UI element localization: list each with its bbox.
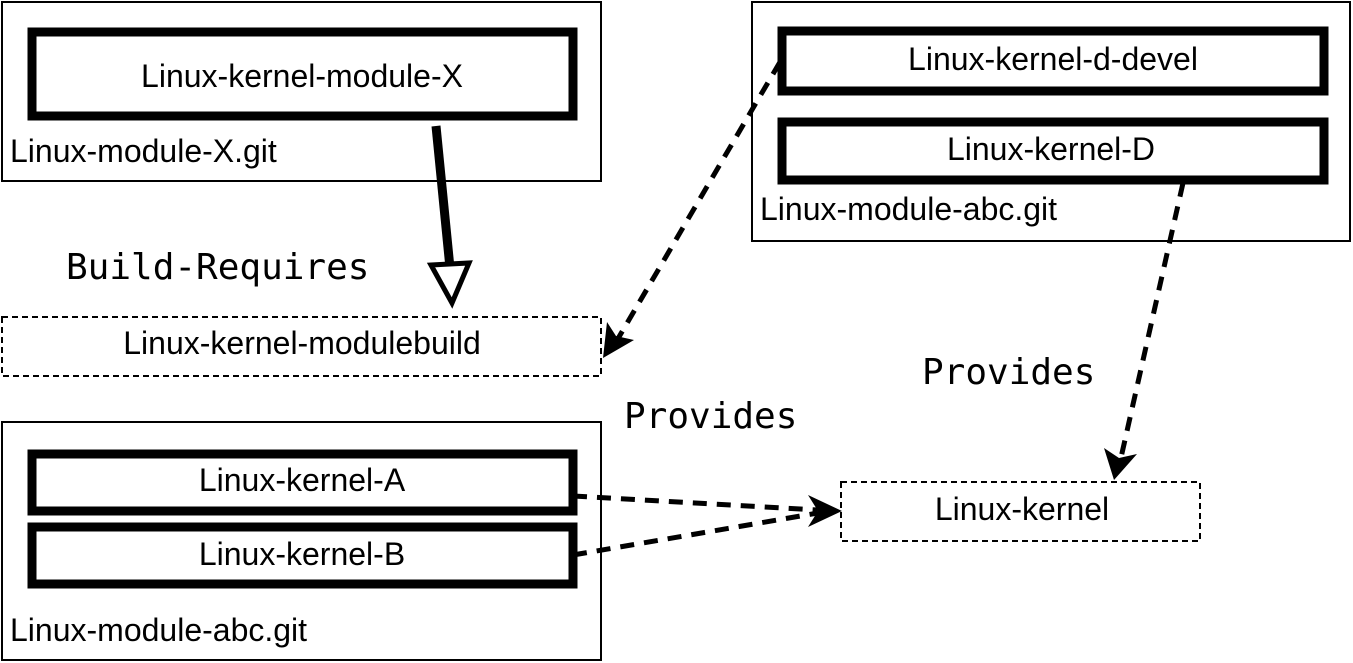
build-requires-edge [426,125,473,309]
virtual-modulebuild: Linux-kernel-modulebuild [1,316,602,377]
repo-label: Linux-module-abc.git [760,191,1057,227]
arrowhead [1104,448,1137,480]
package-label: Linux-kernel-A [199,462,406,498]
package-linux-kernel-a [27,449,578,516]
repo-module-x: Linux-kernel-module-X Linux-module-X.git [1,1,602,182]
package-linux-kernel-b [27,522,578,589]
package-linux-kernel-d [777,117,1329,185]
kernel-b-to-linux-kernel-edge [572,510,819,558]
package-linux-kernel-module-x [27,27,578,121]
package-linux-kernel-d-devel [777,26,1329,96]
d-devel-to-modulebuild-edge [603,60,783,358]
package-label: Linux-kernel-module-X [141,58,463,94]
hollow-arrowhead [426,260,473,309]
package-label: Linux-kernel-d-devel [908,41,1198,77]
virtual-package-label: Linux-kernel-modulebuild [123,325,481,361]
build-requires-label: Build-Requires [66,247,369,288]
virtual-package-label: Linux-kernel [935,491,1109,527]
virtual-linux-kernel: Linux-kernel [840,481,1201,542]
repo-abc-top: Linux-kernel-d-devel Linux-kernel-D Linu… [751,1,1351,242]
kernel-d-to-linux-kernel-edge [1104,182,1186,480]
provides-label-right: Provides [922,352,1095,393]
repo-label: Linux-module-abc.git [10,612,307,648]
provides-label-left: Provides [624,396,797,437]
repo-label: Linux-module-X.git [10,133,277,169]
arrowhead [603,322,634,358]
repo-abc-bottom: Linux-kernel-A Linux-kernel-B Linux-modu… [1,421,602,661]
arrowhead [808,495,842,527]
kernel-a-to-linux-kernel-edge [572,493,819,513]
package-label: Linux-kernel-D [947,131,1155,167]
package-label: Linux-kernel-B [199,536,405,572]
